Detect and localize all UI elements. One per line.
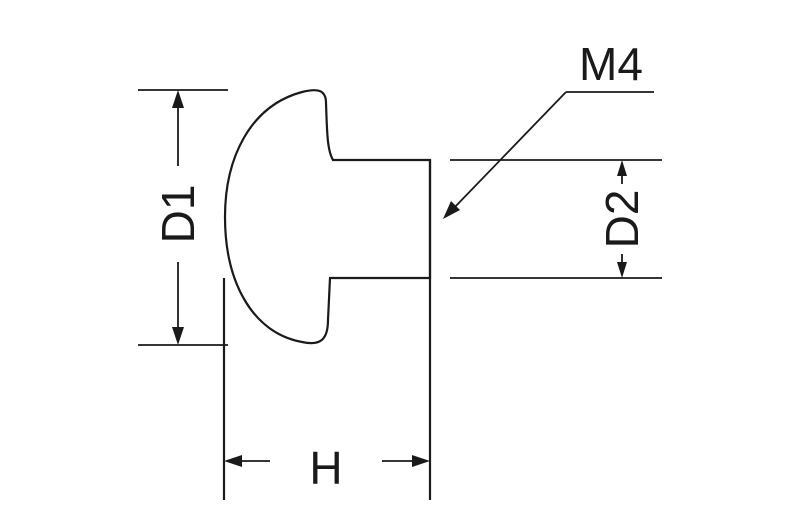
callout-leader [451, 91, 567, 211]
d1-dimension: D1 [138, 89, 228, 346]
d1-label: D1 [152, 185, 204, 244]
h-dimension: H [222, 160, 432, 500]
d2-arrow-up [617, 160, 627, 176]
d1-arrow-down [172, 327, 184, 345]
d2-label: D2 [596, 190, 648, 249]
d2-dimension: D2 [450, 159, 662, 279]
thread-size-label: M4 [579, 38, 643, 90]
h-label: H [309, 442, 342, 494]
h-arrow-left [224, 455, 242, 467]
knob-outline [223, 89, 432, 345]
callout-arrowhead [443, 201, 460, 219]
d2-arrow-down [617, 262, 627, 278]
d1-arrow-up [172, 90, 184, 108]
h-arrow-right [412, 455, 430, 467]
thread-callout: M4 [443, 38, 654, 219]
